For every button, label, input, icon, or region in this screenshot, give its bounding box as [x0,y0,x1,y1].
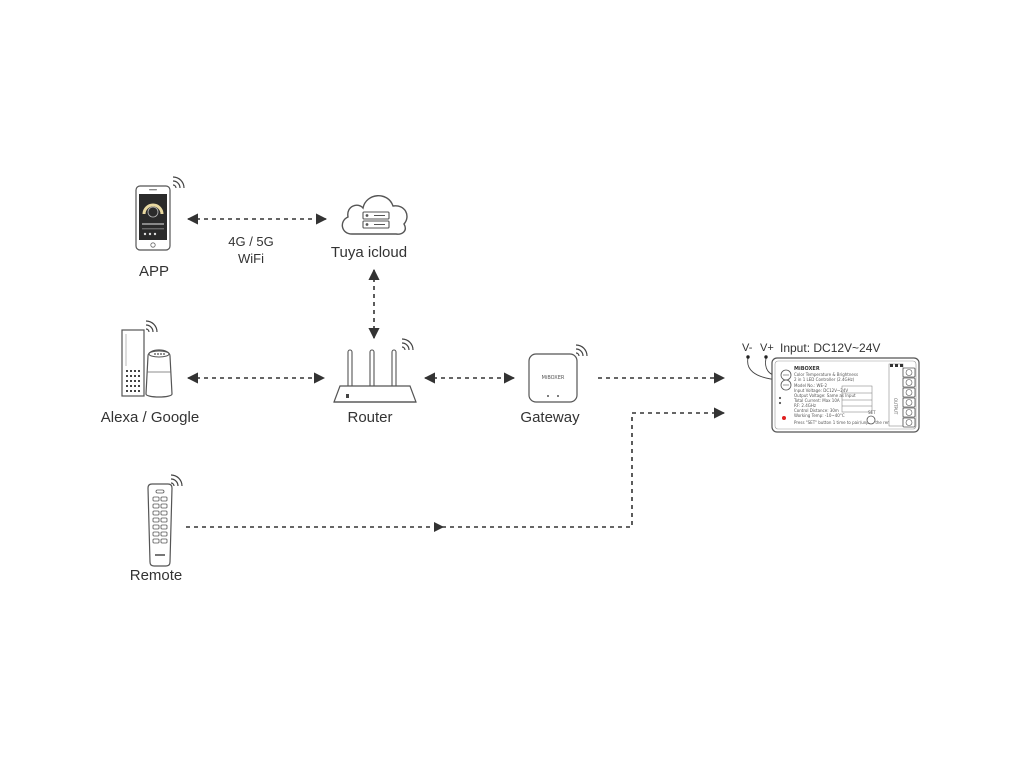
remote-label: Remote [129,567,183,584]
controller-set-label: SET [868,410,876,415]
link-label-line1: 4G / 5G [228,234,274,249]
app-label: APP [138,263,170,280]
voice-assistant-label: Alexa / Google [100,409,200,426]
controller-spec-5: Control Distance: 30m [794,408,839,413]
gateway-brand-text: MiBOXER [542,375,565,381]
controller-spec-3: Total Current: Max 10A [793,398,840,403]
cloud-icon [341,195,408,235]
controller-spec-4: RF: 2.4GHz [794,403,816,408]
terminal-pos-label: V+ [760,342,774,354]
router-icon [333,338,417,403]
controller-spec-6: Working Temp: -10~40°C [794,413,845,418]
controller-spec-1: Input Voltage: DC12V~24V [794,388,848,393]
smart-speaker-icon [121,320,173,398]
gateway-icon: MiBOXER [528,344,588,403]
controller-body: MiBOXER Color Temperature & Brightness 2… [746,355,920,433]
gateway-label: Gateway [520,409,580,426]
controller-output-label: OUTPUT [893,398,898,415]
terminal-neg-label: V- [742,342,753,354]
controller-spec-2: Output Voltage: Same as Input [794,393,856,398]
link-remote-midarrow [434,522,444,532]
link-label-line2: WiFi [238,251,264,266]
controller-title-line2: 2 in 1 LED Controller (2.4GHz) [794,377,855,382]
link-app-cloud-label: 4G / 5G WiFi [228,233,274,267]
input-voltage-label: Input: DC12V~24V [780,341,881,355]
controller-note: Press "SET" button 1 time to pair/unpair… [794,420,898,425]
router-label: Router [347,409,393,426]
link-remote-controller [186,407,726,528]
cloud-label: Tuya icloud [330,244,408,261]
controller-brand-text: MiBOXER [794,366,820,372]
led-controller: V- V+ Input: DC12V~24V MiBOXER Color Tem… [742,338,922,438]
controller-title-line1: Color Temperature & Brightness [794,372,858,377]
smartphone-icon [135,176,185,251]
controller-spec-0: Model No.: WE-2 [794,383,827,388]
remote-control-icon [147,474,183,567]
